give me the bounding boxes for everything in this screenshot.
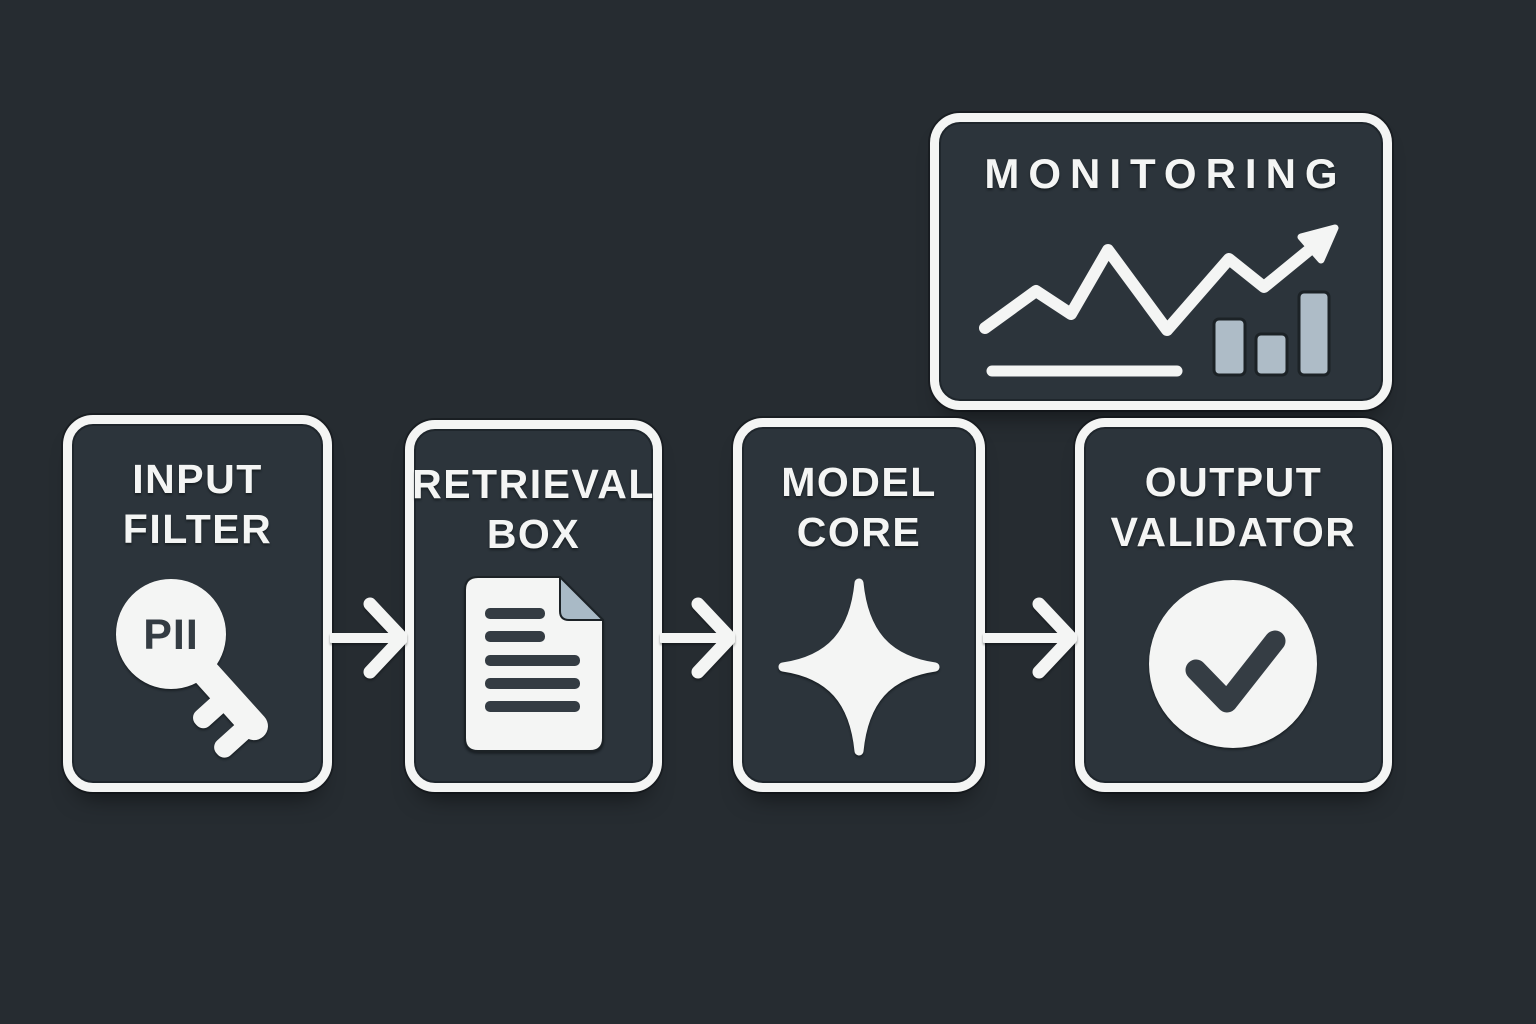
node-label-line1: OUTPUT [1144, 459, 1323, 505]
trend-arrowhead-icon [1297, 224, 1339, 264]
node-label-line1: INPUT [132, 456, 263, 502]
monitoring-label: MONITORING [984, 150, 1347, 197]
arrow-right-icon [330, 597, 407, 679]
node-label-line2: CORE [796, 509, 922, 556]
node-icon-wrap [414, 559, 653, 783]
monitoring-box: MONITORING [930, 113, 1392, 410]
document-text-lines [484, 608, 580, 713]
node-label: RETRIEVAL BOX [412, 459, 655, 559]
bar-chart-icon [1212, 290, 1331, 377]
arrow-right-icon [983, 597, 1077, 679]
node-icon-wrap [1084, 557, 1383, 783]
node-label-line2: BOX [486, 511, 581, 558]
node-icon-wrap [742, 557, 976, 783]
trend-line-arrow-icon [979, 236, 1325, 336]
key-pii-icon: PII [115, 578, 268, 758]
node-label-line2: VALIDATOR [1110, 509, 1357, 556]
node-output-validator: OUTPUT VALIDATOR [1075, 418, 1392, 792]
pii-label: PII [143, 611, 199, 659]
sparkle-icon [778, 578, 940, 756]
node-label: OUTPUT VALIDATOR [1111, 457, 1357, 557]
checkmark-circle-icon [1149, 579, 1317, 748]
node-label: INPUT FILTER [123, 454, 272, 554]
arrow-right-icon [660, 597, 735, 679]
arrow-model-to-validator [983, 592, 1077, 684]
node-retrieval-box: RETRIEVAL BOX [405, 420, 662, 792]
node-label-line1: MODEL [781, 459, 937, 505]
node-input-filter: INPUT FILTER PII [63, 415, 332, 792]
node-icon-wrap: PII [72, 554, 323, 783]
arrow-retrieval-to-model [660, 592, 735, 684]
node-label-line2: FILTER [122, 506, 273, 553]
document-fold [558, 576, 604, 622]
node-label-line1: RETRIEVAL [412, 461, 655, 507]
node-model-core: MODEL CORE [733, 418, 985, 792]
node-label: MODEL CORE [781, 457, 937, 557]
arrow-input-to-retrieval [330, 592, 407, 684]
document-icon [463, 576, 604, 753]
